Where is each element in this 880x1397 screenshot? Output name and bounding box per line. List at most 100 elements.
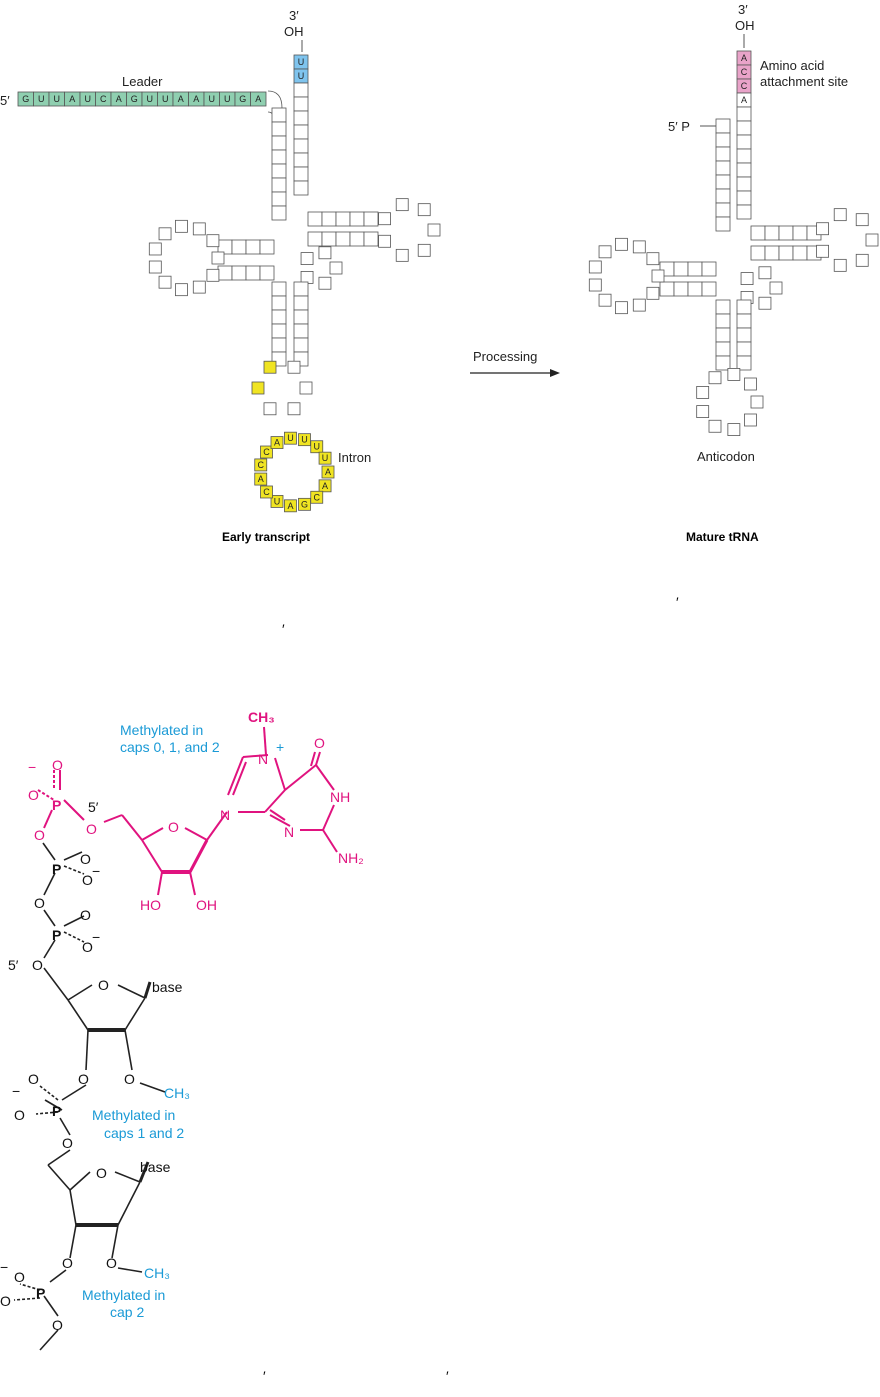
ring-oxygen-1: O [168,819,179,835]
mature-anticodon-loop-nt-5 [696,386,710,399]
mature-t-loop-nt-2 [833,258,847,272]
mature-ac-stem-3p-0 [736,299,752,315]
stray-mark-3: ′ [263,1368,266,1384]
early-t-bottom-1 [321,231,337,247]
early-anticodon-upper-nt-1 [287,402,301,416]
svg-text:C: C [263,447,270,457]
mature-acceptor-3p-4 [736,162,752,178]
mature-d-top-3 [701,261,717,277]
nt2-2prime-oxygen: O [106,1255,117,1271]
early-t-top-0 [307,211,323,227]
mature-variable-loop-nt-1 [758,296,772,310]
early-acceptor-3p-0 [293,82,309,98]
mature-acceptor-5p-0 [715,118,731,134]
leader-nt-3: A [64,91,81,107]
mature-anticodon-loop-nt-4 [696,405,710,418]
mature-t-bottom-2 [778,245,794,261]
early-t-top-3 [349,211,365,227]
svg-text:U: U [314,442,321,452]
mature-t-bottom-3 [792,245,808,261]
amino-acid-label-1: Amino acid [760,58,824,73]
early-t-bottom-3 [349,231,365,247]
early-intron-loop-nt-2: C [310,490,324,504]
mature-t-loop-nt-1 [855,253,869,267]
nt1-2prime-oxygen: O [124,1071,135,1087]
early-d-bottom-0 [217,265,233,281]
early-t-top-4 [363,211,379,227]
svg-text:A: A [69,94,75,104]
leader-nt-8: U [141,91,158,107]
mature-d-loop-nt-1 [646,286,660,300]
mature-d-loop-nt-10 [646,252,660,266]
early-d-bottom-2 [245,265,261,281]
mature-acceptor-5p-1 [715,132,731,148]
leader-nt-10: A [172,91,189,107]
svg-text:G: G [22,94,29,104]
p3-o-bridge: O [52,1317,63,1333]
mature-anticodon-loop-nt-0 [750,395,764,409]
triphosphate-bridge [13,842,166,1351]
n1-h-label: NH [330,789,350,805]
leader-nt-13: U [219,91,236,107]
svg-text:U: U [298,57,305,67]
mature-t-loop-nt-3 [816,244,829,258]
p2-o-top: O [28,1071,39,1087]
early-acceptor-3p-7 [293,180,309,196]
alpha-o-top: O [52,757,63,773]
alpha-o-bridge: O [34,827,45,843]
mature-t-top-0 [750,225,766,241]
p2-p: P [52,1103,61,1119]
mature-t-loop-nt-4 [816,222,829,236]
nt1-5prime-oxygen: O [32,957,43,973]
mature-ac-stem-5p-2 [715,327,731,343]
mature-anticodon-loop-nt-2 [727,423,741,436]
p2-minus: − [12,1083,20,1099]
early-ac-stem-3p-3 [293,323,309,339]
methyl-caps012-label-2: caps 0, 1, and 2 [120,739,220,755]
methylguanosine [37,726,338,896]
early-acceptor-3p-4 [293,138,309,154]
svg-text:G: G [239,94,246,104]
early-t-loop-nt-2 [395,248,409,262]
mature-d-loop-nt-6 [588,260,602,274]
ho-label: HO [140,897,161,913]
early-intron-loop-nt-5: U [270,495,284,508]
early-variable-loop-nt-1 [318,276,332,290]
mature-t-loop-nt-6 [855,213,869,227]
mature-trna-title: Mature tRNA [686,530,759,544]
nt1-5prime-label: 5′ [8,957,19,973]
beta-o-right: O [80,851,91,867]
leader-nt-4: U [79,91,96,107]
p3-p: P [36,1285,45,1301]
early-acceptor-3p-2 [293,110,309,126]
nt1-base-label: base [152,979,183,995]
early-ac-stem-5p-0 [271,281,287,297]
mature-d-bottom-2 [687,281,703,297]
c6-oxygen: O [314,735,325,751]
early-cca-nt-0: U [293,54,309,70]
svg-text:A: A [287,501,293,511]
mature-ac-stem-3p-4 [736,355,752,371]
mature-anticodon-loop-nt-7 [727,368,741,381]
mature-cca-nt-1: C [736,64,752,80]
early-anticodon-upper-nt-2 [263,402,277,416]
methyl-caps12-label-2: caps 1 and 2 [104,1125,184,1141]
early-ac-stem-5p-2 [271,309,287,325]
leader-nt-14: G [234,91,251,107]
early-ac-stem-3p-1 [293,295,309,311]
mature-acceptor-3p-6 [736,190,752,206]
early-d-loop-nt-1 [206,268,220,282]
mature-3prime-label: 3′ [738,2,748,17]
leader-nt-5: C [95,91,112,107]
mature-d-loop-nt-7 [598,245,612,259]
svg-text:A: A [325,467,331,477]
mature-ac-stem-5p-3 [715,341,731,357]
early-d-loop-nt-7 [158,227,172,241]
processing-label: Processing [473,349,537,364]
early-t-loop-nt-6 [417,203,431,217]
mature-t-top-1 [764,225,780,241]
early-intron-loop-nt-7: A [254,472,268,486]
mature-t-loop-nt-0 [865,233,879,247]
